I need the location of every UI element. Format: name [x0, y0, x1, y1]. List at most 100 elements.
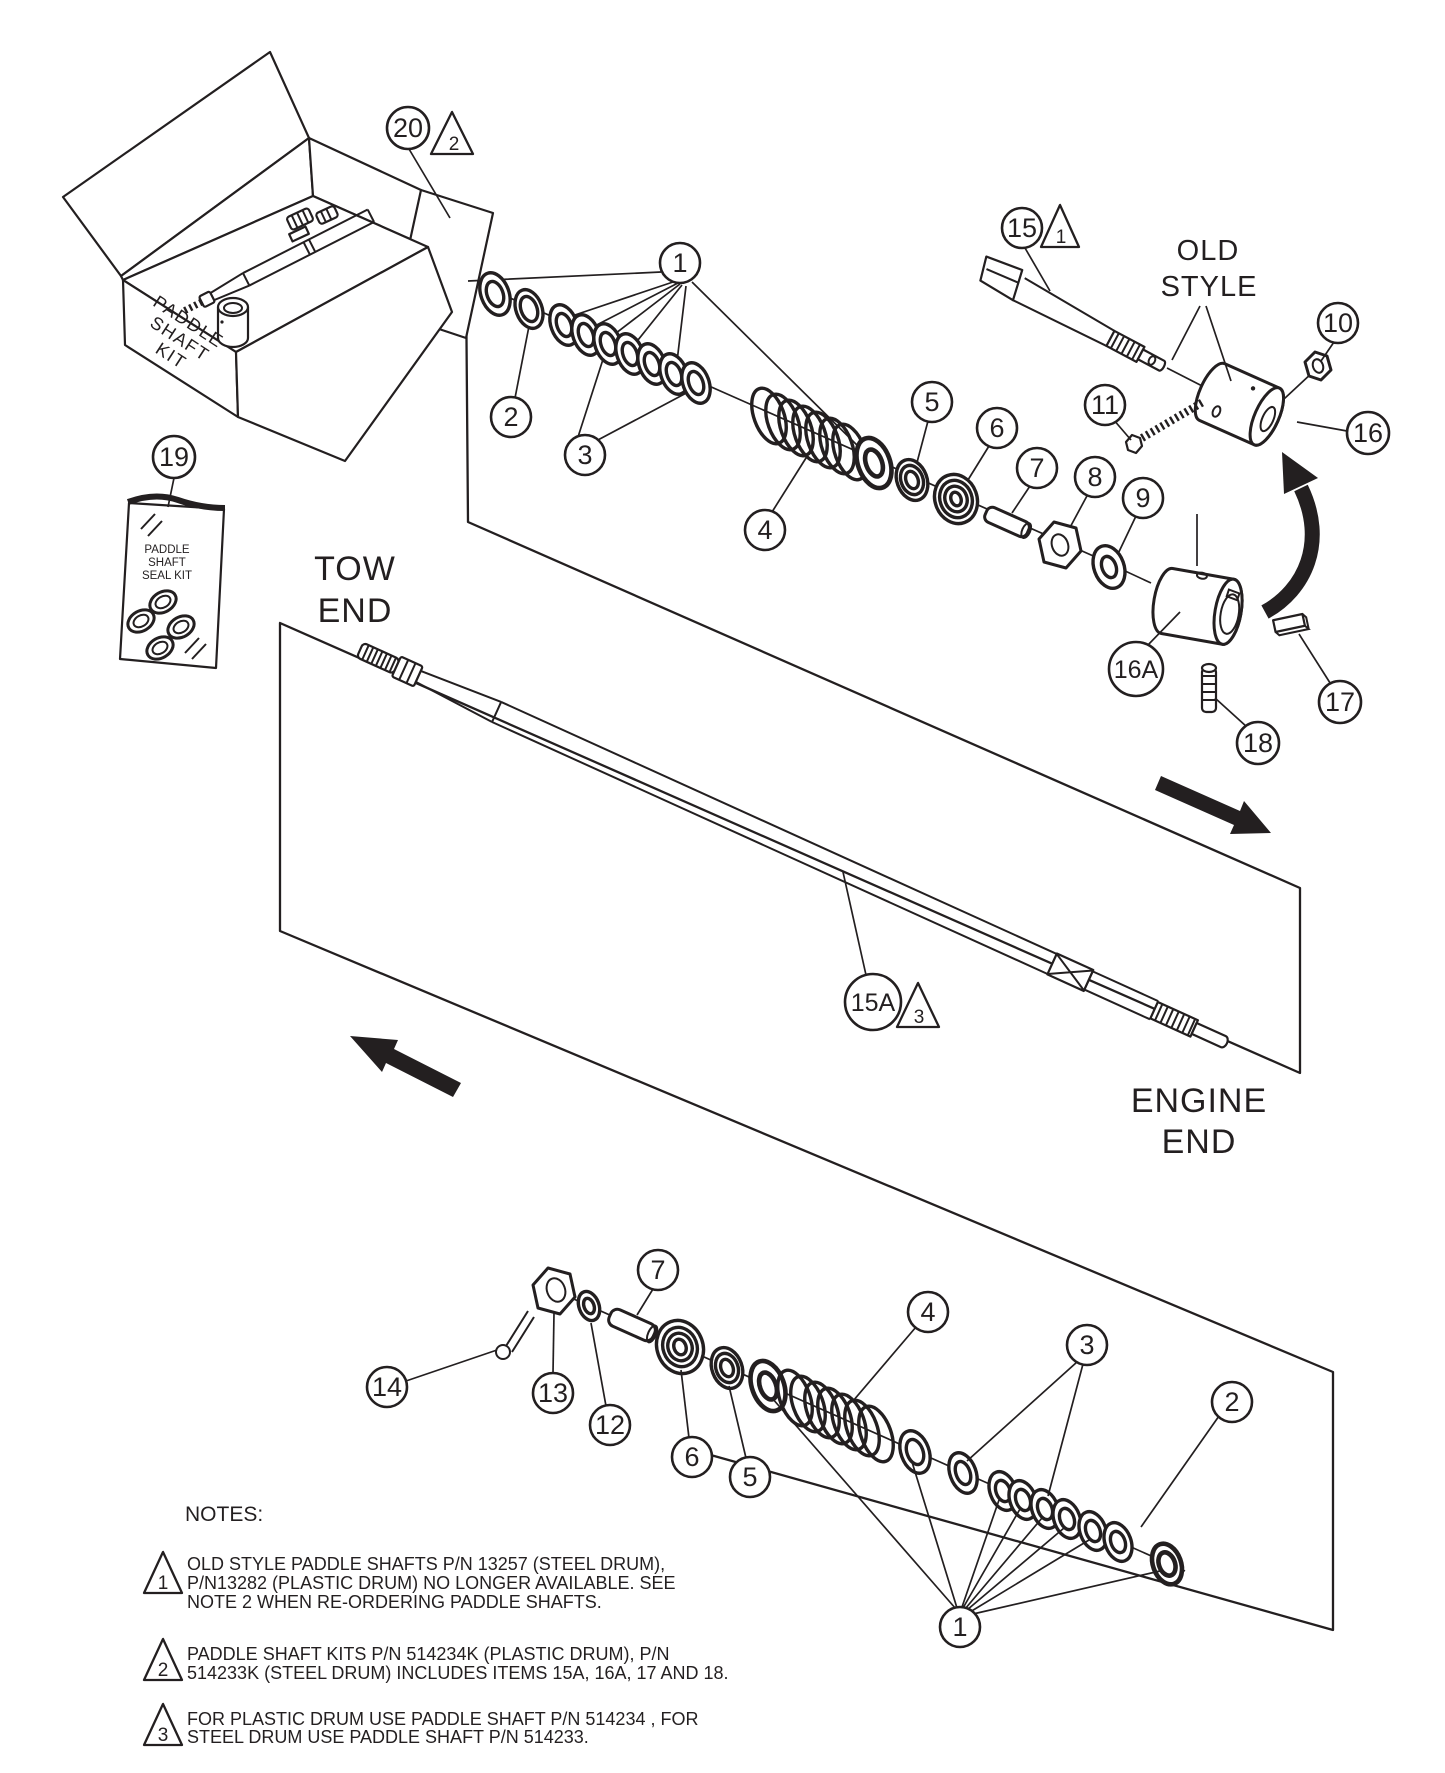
spring-4-top: [750, 386, 869, 482]
bag-seal-rings: [126, 589, 196, 661]
engine-end-label: ENGINE END: [1131, 1082, 1267, 1161]
washer-item5-bottom: [709, 1345, 745, 1391]
notes-heading: NOTES:: [185, 1503, 263, 1526]
callout-10: 10: [1316, 301, 1360, 345]
callout-5-bottom: 5: [728, 1455, 772, 1499]
callout-18-label: 18: [1243, 728, 1273, 758]
tow-exploded-view: [467, 271, 1152, 591]
callout-6-bottom-label: 6: [684, 1442, 699, 1472]
bag-label-line1: PADDLE: [144, 544, 189, 556]
callout-15: 15: [1000, 206, 1044, 250]
box-key: [288, 225, 310, 243]
tow-end-label: TOW END: [314, 550, 395, 630]
callout-17-label: 17: [1325, 687, 1355, 717]
callout-1-bottom-label: 1: [952, 1612, 967, 1642]
notes-triangle-3-label: 3: [158, 1725, 169, 1746]
callout-17: 17: [1317, 679, 1363, 725]
callout-4-bottom-label: 4: [920, 1297, 935, 1327]
callout-3-top: 3: [563, 433, 607, 477]
cotter-pin-14: [495, 1310, 535, 1360]
washer-item9-top: [1091, 543, 1127, 591]
washer-item5-top: [894, 457, 930, 503]
old-shaft-15: [979, 255, 1167, 372]
callout-1-top: 1: [658, 241, 702, 285]
coupler-16A: [1151, 566, 1244, 646]
callout-4-top: 4: [743, 508, 787, 552]
key-17: [1271, 612, 1311, 637]
callout-2-top: 2: [489, 395, 533, 439]
callout-2-top-label: 2: [503, 402, 518, 432]
note-1-line-3: NOTE 2 WHEN RE-ORDERING PADDLE SHAFTS.: [187, 1592, 602, 1612]
replacement-curved-arrow: [1261, 452, 1320, 619]
box-ridged-cylinder-1: [286, 207, 314, 231]
notes-triangle-2-label: 2: [158, 1660, 169, 1681]
callout-5-top: 5: [910, 380, 954, 424]
washer-b6: [1051, 1497, 1083, 1541]
old-style-label: OLD STYLE: [1161, 235, 1258, 303]
callout-9-top-label: 9: [1135, 483, 1150, 513]
box-ridged-cylinder-2: [315, 205, 339, 225]
washer-b7: [1077, 1509, 1109, 1553]
washer-b9: [1149, 1541, 1185, 1587]
washer-1: [478, 271, 512, 317]
note-2-line-1: PADDLE SHAFT KITS P/N 514234K (PLASTIC D…: [187, 1644, 669, 1664]
callout-20-label: 20: [393, 113, 423, 143]
washer-b1: [898, 1429, 932, 1475]
tow-direction-arrow: [350, 1036, 461, 1097]
paddle-shaft-drawing: [356, 642, 1229, 1049]
inline-note-triangles: 2 1 3: [429, 110, 1081, 1029]
callout-11-label: 11: [1091, 390, 1119, 420]
bag-label: PADDLE SHAFT SEAL KIT: [142, 544, 192, 582]
callout-1-top-label: 1: [672, 248, 687, 278]
note-1-line-1: OLD STYLE PADDLE SHAFTS P/N 13257 (STEEL…: [187, 1554, 665, 1574]
washer-9: [680, 361, 712, 405]
callout-16: 16: [1345, 410, 1391, 456]
spacer-item7-bottom: [607, 1307, 659, 1344]
callout-16A-label: 16A: [1114, 656, 1159, 684]
notes-triangle-1-label: 1: [158, 1573, 169, 1594]
callout-5-bottom-label: 5: [742, 1462, 757, 1492]
box-shaft-rod: [183, 208, 375, 314]
bolt-11: [1124, 398, 1206, 455]
washer-b3: [987, 1469, 1019, 1513]
callout-1-bottom: 1: [938, 1605, 982, 1649]
old-style-group: OLD STYLE: [979, 235, 1348, 455]
callout-7-top-label: 7: [1029, 453, 1044, 483]
new-coupler-group: [1145, 452, 1333, 728]
note-2-line-2: 514233K (STEEL DRUM) INCLUDES ITEMS 15A,…: [187, 1663, 729, 1683]
old-style-line2: STYLE: [1161, 271, 1258, 303]
panel-outlines: [278, 277, 1335, 1632]
nut-10: [1303, 350, 1333, 382]
spring-4-bottom: [776, 1368, 895, 1464]
box-coupler-cup: [216, 296, 250, 349]
notes-section: NOTES: 1 OLD STYLE PADDLE SHAFTS P/N 132…: [142, 1503, 729, 1747]
callout-14: 14: [365, 1365, 409, 1409]
notes-triangle-2: 2: [142, 1637, 184, 1682]
note-triangle-3-shaft-label: 3: [914, 1007, 925, 1028]
washer-12: [576, 1289, 602, 1323]
callout-6-bottom: 6: [670, 1435, 714, 1479]
callout-4-bottom: 4: [906, 1290, 950, 1334]
callout-12: 12: [588, 1403, 632, 1447]
callout-15A-label: 15A: [851, 989, 896, 1017]
callout-7-top: 7: [1015, 446, 1059, 490]
callout-11: 11: [1083, 383, 1127, 427]
note-3-line-2: STEEL DRUM USE PADDLE SHAFT P/N 514233.: [187, 1727, 589, 1747]
engine-end-line1: ENGINE: [1131, 1082, 1267, 1120]
callout-20: 20: [385, 105, 431, 151]
notes-triangle-1: 1: [142, 1550, 184, 1595]
spacer-item7-top: [983, 505, 1033, 540]
callout-7-bottom-label: 7: [650, 1255, 665, 1285]
callout-8-top-label: 8: [1087, 462, 1102, 492]
large-washer-top: [854, 435, 894, 491]
notes-triangle-3: 3: [142, 1702, 184, 1747]
callout-14-label: 14: [372, 1372, 402, 1402]
seal-kit-bag: PADDLE SHAFT SEAL KIT: [118, 477, 226, 670]
callout-5-top-label: 5: [924, 387, 939, 417]
set-screw-18: [1200, 662, 1218, 714]
tow-end-line2: END: [318, 592, 393, 630]
callout-13: 13: [531, 1371, 575, 1415]
callout-2-bottom: 2: [1210, 1380, 1254, 1424]
callout-18: 18: [1235, 720, 1281, 766]
callout-3-top-label: 3: [577, 440, 592, 470]
